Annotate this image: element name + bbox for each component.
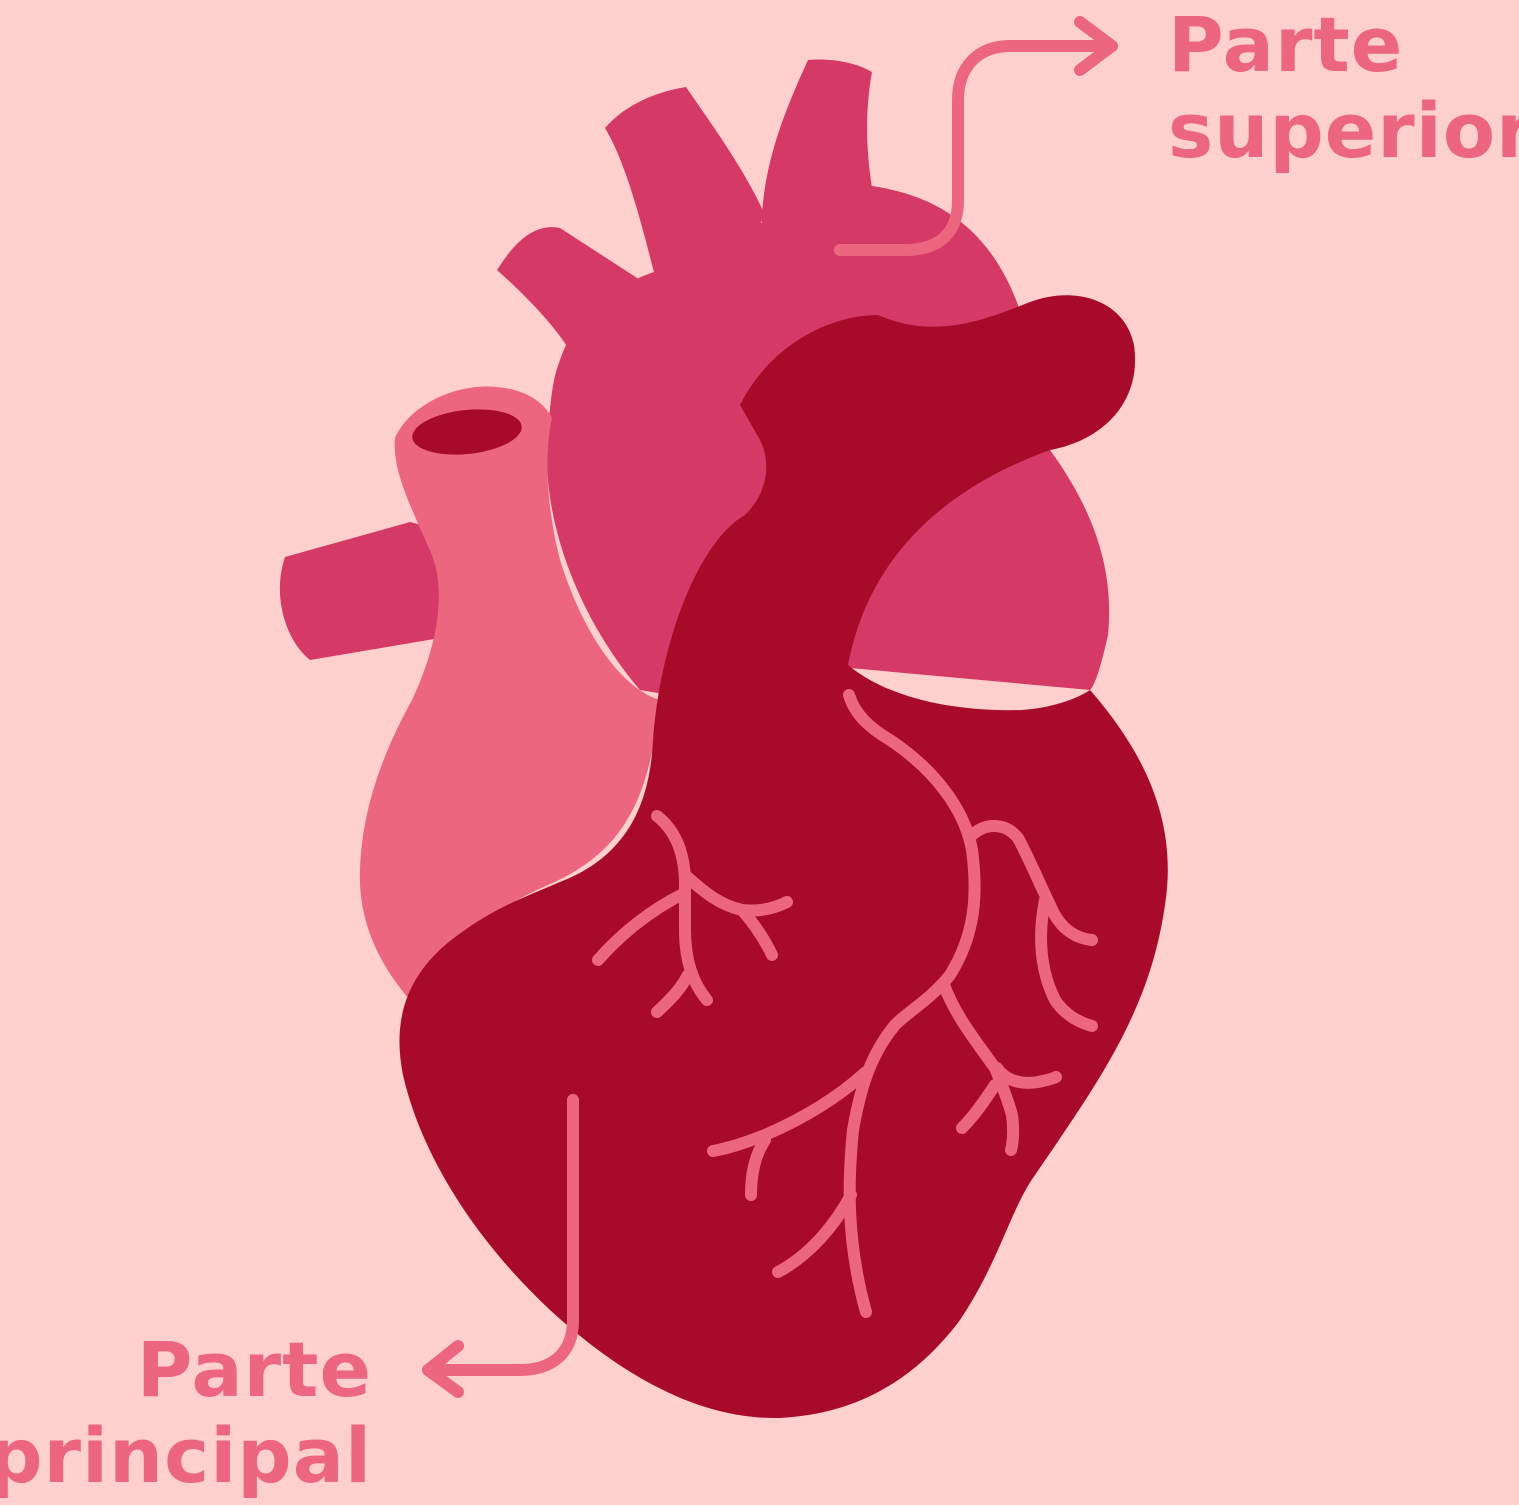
upper-part-label-line1: Parte [1168,2,1519,88]
main-part-label: Parte principal [0,1327,372,1499]
left-vessel-stub [280,522,440,660]
upper-part-label-line2: superior [1168,88,1519,174]
main-part-label-line2: principal [0,1413,372,1499]
upper-part-label: Parte superior [1168,2,1519,174]
main-part-label-line1: Parte [0,1327,372,1413]
